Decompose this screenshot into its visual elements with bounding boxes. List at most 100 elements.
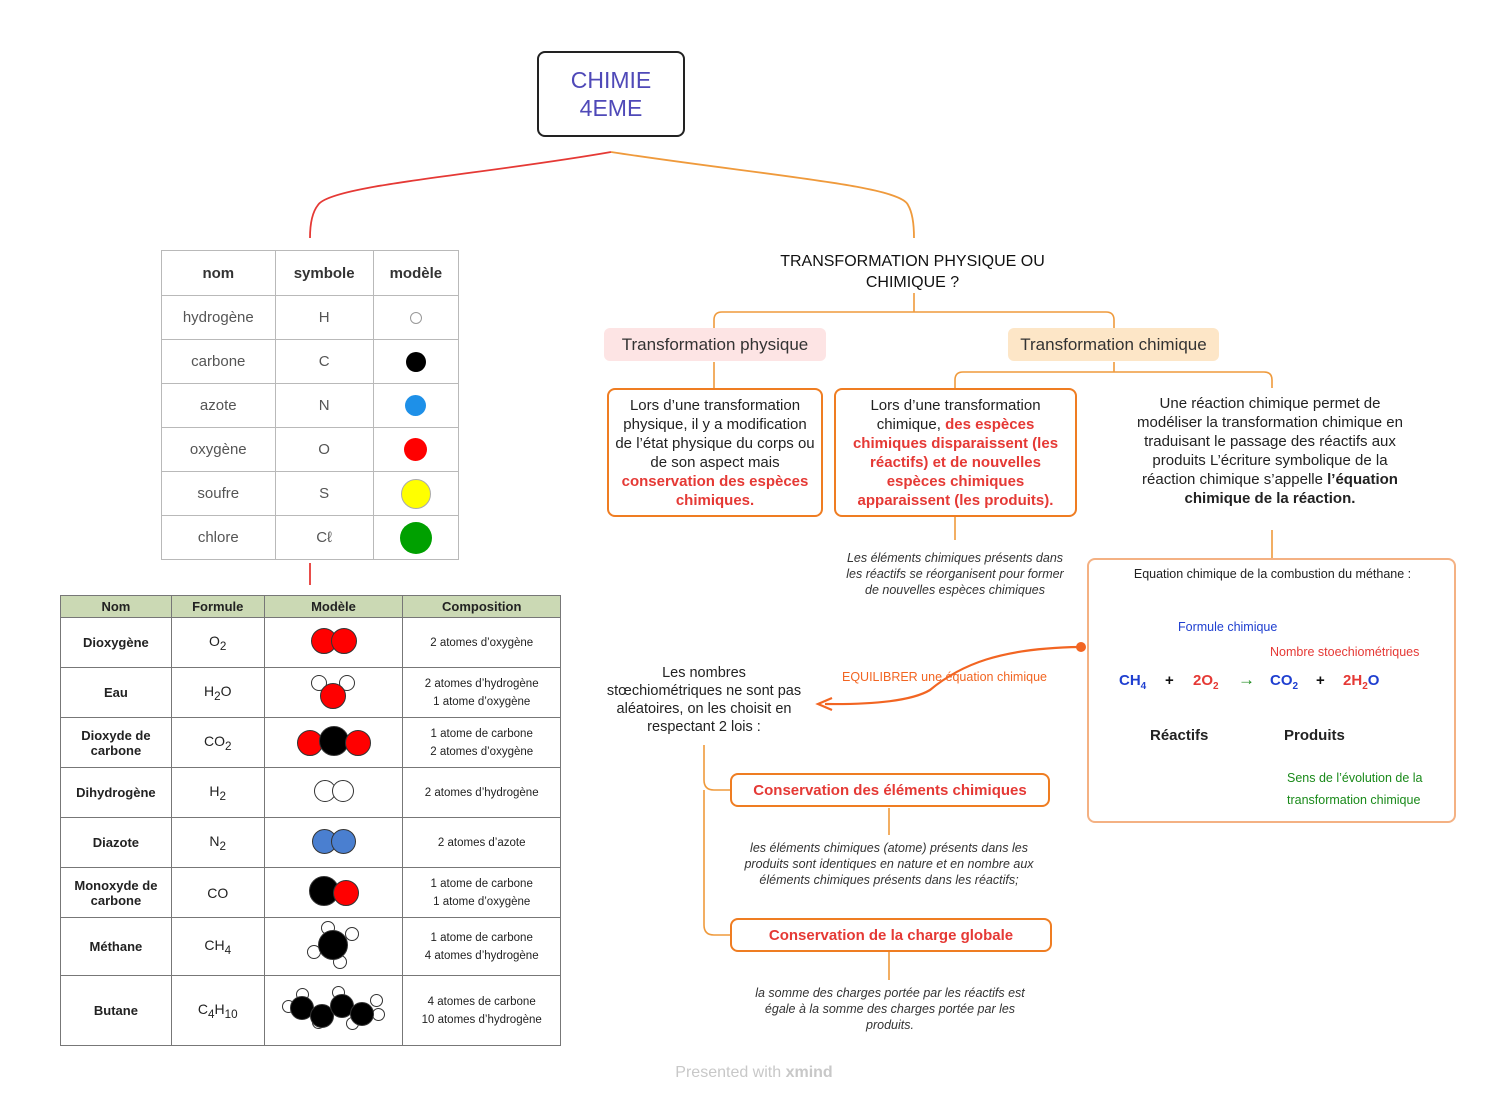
table-row: chlore Cℓ bbox=[161, 515, 460, 560]
hydrogen-atom bbox=[344, 927, 359, 941]
oxygen-atom bbox=[332, 880, 359, 906]
element-model bbox=[372, 471, 460, 516]
chemical-text: Lors d’une transformation chimique, bbox=[870, 397, 1041, 433]
plus-sign: + bbox=[1165, 672, 1174, 689]
element-name: oxygène bbox=[161, 427, 276, 472]
table-row: oxygène O bbox=[161, 427, 460, 472]
carbon-atom bbox=[349, 1002, 374, 1026]
molecule-composition: 2 atomes d’hydrogène bbox=[402, 767, 561, 818]
molecule-name: Dioxygène bbox=[60, 617, 172, 668]
atom-dot bbox=[399, 521, 432, 554]
equilibrer-label[interactable]: EQUILIBRER une équation chimique bbox=[842, 670, 1047, 684]
physical-highlight: conservation des espèces chimiques. bbox=[621, 473, 809, 509]
law-elements-node[interactable]: Conservation des éléments chimiques bbox=[730, 773, 1050, 807]
reaction-highlight: l’équation chimique de la réaction. bbox=[1184, 471, 1398, 507]
element-model bbox=[372, 295, 460, 340]
hydrogen-atom bbox=[331, 780, 354, 802]
molecule-model bbox=[263, 817, 404, 868]
carbon-atom bbox=[318, 726, 349, 756]
carbon-atom bbox=[309, 1004, 334, 1028]
chemical-highlight: des espèces chimiques disparaissent (les… bbox=[852, 416, 1059, 509]
table-row: Dioxygène O2 2 atomes d’oxygène bbox=[60, 617, 561, 668]
physical-definition-box[interactable]: Lors d’une transformation physique, il y… bbox=[607, 388, 823, 517]
physical-text: Lors d’une transformation physique, il y… bbox=[615, 397, 815, 471]
molecule-name: Eau bbox=[60, 667, 172, 718]
molecule-formula: CO2 bbox=[170, 717, 265, 768]
title-line: TRANSFORMATION PHYSIQUE OU bbox=[780, 253, 1045, 270]
law-charge-note: la somme des charges portée par les réac… bbox=[755, 986, 1025, 1032]
footer-prefix: Presented with bbox=[675, 1064, 786, 1081]
reaction-arrow-icon: → bbox=[1238, 670, 1255, 689]
molecule-formula: N2 bbox=[170, 817, 265, 868]
molecule-model bbox=[263, 767, 404, 818]
equation-box[interactable] bbox=[1087, 558, 1456, 823]
molecule-name: Diazote bbox=[60, 817, 172, 868]
oxygen-atom bbox=[344, 730, 371, 756]
reactifs-label: Réactifs bbox=[1150, 727, 1209, 744]
laws-intro[interactable]: Les nombres stœchiométriques ne sont pas… bbox=[606, 665, 802, 735]
reaction-text: Une réaction chimique permet de modélise… bbox=[1137, 395, 1403, 488]
xmind-logo: xmind bbox=[785, 1064, 833, 1081]
molecule-composition: 2 atomes d’oxygène bbox=[402, 617, 561, 668]
molecule-formula: O2 bbox=[170, 617, 265, 668]
root-node[interactable]: CHIMIE 4EME bbox=[537, 51, 685, 137]
reaction-definition[interactable]: Une réaction chimique permet de modélise… bbox=[1135, 394, 1405, 508]
element-model bbox=[372, 427, 460, 472]
element-symbol: N bbox=[274, 383, 374, 428]
chemical-definition-box[interactable]: Lors d’une transformation chimique, des … bbox=[834, 388, 1077, 517]
element-name: hydrogène bbox=[161, 295, 276, 340]
molecule-formula: CO bbox=[170, 867, 265, 918]
molecule-name: Dioxyde de carbone bbox=[60, 717, 172, 768]
root-title-line2: 4EME bbox=[579, 95, 643, 121]
element-model bbox=[372, 339, 460, 384]
law-elements-note: les éléments chimiques (atome) présents … bbox=[744, 841, 1034, 887]
element-model bbox=[372, 515, 460, 560]
root-title-line1: CHIMIE bbox=[570, 67, 652, 93]
formule-chimique-label: Formule chimique bbox=[1178, 620, 1278, 634]
chemical-transformation-node[interactable]: Transformation chimique bbox=[1008, 328, 1219, 361]
stoechio-label: Nombre stoechiométriques bbox=[1270, 645, 1420, 659]
molecule-name: Monoxyde de carbone bbox=[60, 867, 172, 918]
molecule-model bbox=[263, 867, 404, 918]
header-symbole: symbole bbox=[274, 250, 374, 296]
element-name: carbone bbox=[161, 339, 276, 384]
law-charge-node[interactable]: Conservation de la charge globale bbox=[730, 918, 1052, 952]
molecule-model bbox=[263, 667, 404, 718]
element-symbol: Cℓ bbox=[274, 515, 374, 560]
atom-dot bbox=[409, 312, 422, 325]
molecule-formula: CH4 bbox=[170, 917, 265, 976]
table-row: Diazote N2 2 atomes d’azote bbox=[60, 817, 561, 868]
molecule-model bbox=[263, 975, 404, 1046]
atom-dot bbox=[405, 351, 426, 372]
molecule-model bbox=[263, 717, 404, 768]
atom-dot bbox=[400, 478, 431, 509]
transformation-title[interactable]: TRANSFORMATION PHYSIQUE OU CHIMIQUE ? bbox=[760, 251, 1065, 293]
physical-transformation-node[interactable]: Transformation physique bbox=[604, 328, 826, 361]
header-formule: Formule bbox=[170, 595, 265, 618]
element-name: chlore bbox=[161, 515, 276, 560]
table-row: carbone C bbox=[161, 339, 460, 384]
table-row: Monoxyde de carbone CO 1 atome de carbon… bbox=[60, 867, 561, 918]
atom-dot bbox=[405, 395, 427, 416]
o2-formula: 2O2 bbox=[1193, 672, 1219, 692]
h2o-formula: 2H2O bbox=[1343, 672, 1380, 692]
sens-label-line1: Sens de l’évolution de la bbox=[1287, 771, 1423, 785]
oxygen-atom bbox=[319, 683, 346, 709]
molecule-formula: H2 bbox=[170, 767, 265, 818]
oxygen-atom bbox=[330, 628, 357, 654]
sens-label-line2: transformation chimique bbox=[1287, 793, 1421, 807]
molecule-name: Méthane bbox=[60, 917, 172, 976]
element-model bbox=[372, 383, 460, 428]
molecule-formula: C4H10 bbox=[170, 975, 265, 1046]
element-symbol: S bbox=[274, 471, 374, 516]
header-modele: modèle bbox=[372, 250, 460, 296]
carbon-atom bbox=[317, 930, 348, 960]
molecule-name: Butane bbox=[60, 975, 172, 1046]
